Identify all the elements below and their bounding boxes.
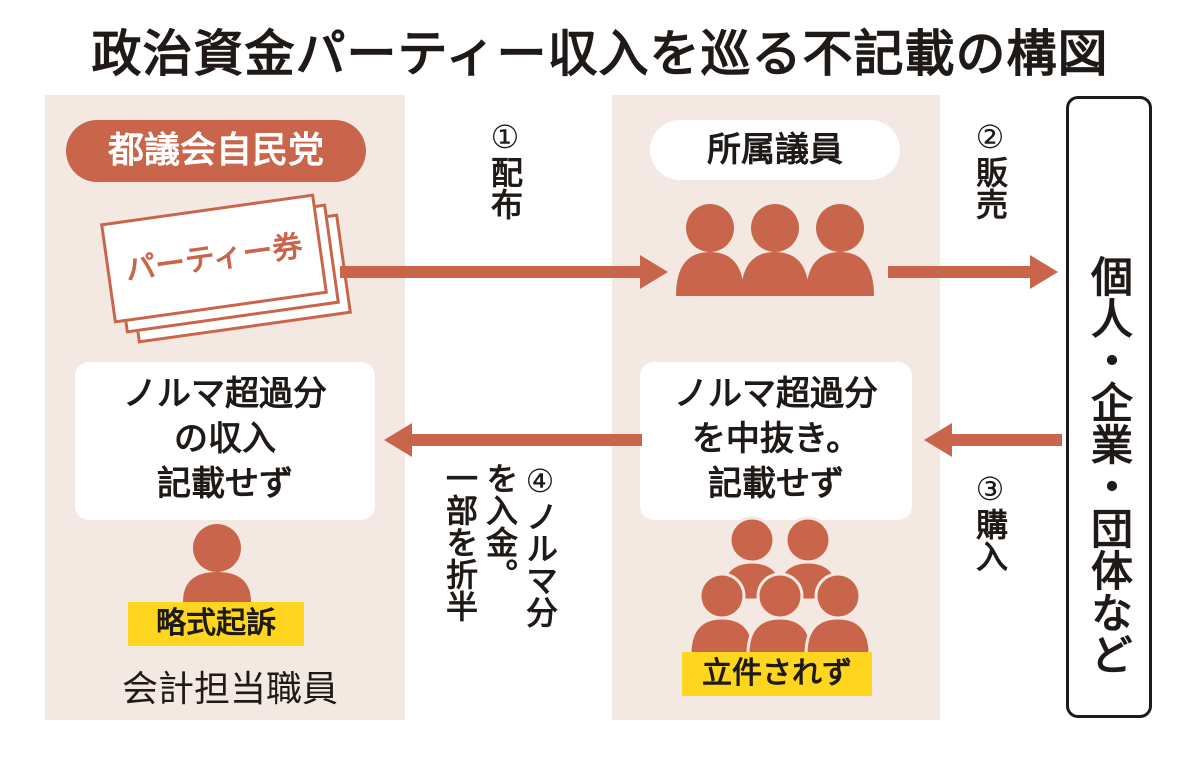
step-sell-label: ②販売: [970, 118, 1010, 220]
mid-note-line: を中抜き。: [691, 419, 861, 459]
left-note-line: の収入: [174, 419, 276, 459]
person-icon: [774, 516, 842, 602]
step-text-3: 購入: [971, 508, 1009, 572]
mid-note-box: ノルマ超過分 を中抜き。 記載せず: [640, 362, 912, 520]
step-number-2: ②: [971, 118, 1009, 156]
arrow-pay-quota: [384, 423, 642, 457]
accountant-icon: [183, 524, 251, 602]
step-text-4c: 一部を折半: [441, 462, 479, 622]
mid-note-line: ノルマ超過分: [674, 374, 878, 414]
person-icon: [746, 572, 814, 656]
step-text-1: 配布: [486, 156, 524, 220]
indicted-badge: 略式起訴: [128, 602, 304, 646]
arrow-sell: [888, 255, 1058, 289]
step-number-4: ④: [521, 462, 559, 500]
diagram-title: 政治資金パーティー収入を巡る不記載の構図: [91, 25, 1109, 83]
person-icon: [741, 204, 809, 296]
buyers-box: 個人・企業・団体など: [1066, 96, 1152, 718]
step-pay-label: ④ノルマ分を入金。一部を折半: [440, 462, 560, 692]
step-text-2: 販売: [971, 156, 1009, 220]
arrow-distribute: [340, 255, 668, 289]
buyers-label: 個人・企業・団体など: [1084, 255, 1134, 675]
person-icon: [806, 204, 874, 296]
person-icon: [804, 572, 872, 656]
step-text-4a: ノルマ分: [521, 500, 559, 628]
members-header: 所属議員: [650, 120, 900, 180]
step-distribute-label: ①配布: [485, 118, 525, 220]
person-icon: [676, 204, 744, 296]
step-text-4b: を入金。: [481, 462, 519, 590]
members-group-icon: [688, 516, 872, 656]
step-number-1: ①: [486, 118, 524, 156]
mid-note-line: 記載せず: [708, 464, 844, 504]
person-icon: [688, 572, 756, 656]
left-note-line: ノルマ超過分: [123, 374, 327, 414]
party-header: 都議会自民党: [66, 120, 366, 182]
members-icons: [676, 204, 874, 296]
step-number-3: ③: [971, 470, 1009, 508]
left-note-line: 記載せず: [157, 464, 293, 504]
not-prosecuted-badge: 立件されず: [682, 652, 872, 696]
step-buy-label: ③購入: [970, 470, 1010, 572]
arrow-buy: [924, 423, 1062, 457]
left-note-box: ノルマ超過分 の収入 記載せず: [75, 362, 375, 520]
accountant-label: 会計担当職員: [121, 669, 338, 710]
